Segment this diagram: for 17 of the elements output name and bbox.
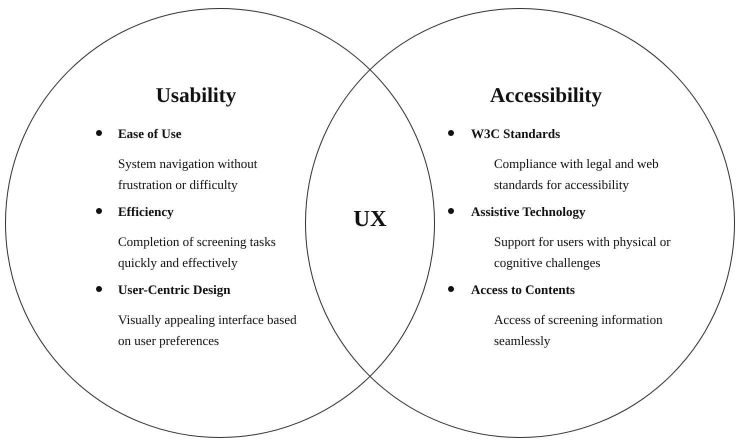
item-description: Visually appealing interface based on user preferences xyxy=(118,311,298,350)
overlap-label: UX xyxy=(353,208,387,229)
item-description: Access of screening information seamlessly xyxy=(494,311,664,350)
item-description: System navigation without frustration or difficulty xyxy=(118,155,258,194)
item-description: Completion of screening tasks quickly and effectively xyxy=(118,233,277,272)
venn-circle xyxy=(5,8,435,438)
item-heading: Assistive Technology xyxy=(471,203,586,221)
item-heading: Access to Contents xyxy=(471,281,575,299)
item-description: Support for users with physical or cognitive challenges xyxy=(494,233,672,272)
item-description: Compliance with legal and web standards for accessibility xyxy=(494,155,660,194)
circle-heading: Accessibility xyxy=(490,85,602,106)
circle-heading: Usability xyxy=(156,85,236,106)
item-heading: Efficiency xyxy=(118,203,174,221)
item-heading: Ease of Use xyxy=(118,125,182,143)
item-heading: User-Centric Design xyxy=(118,281,231,299)
item-heading: W3C Standards xyxy=(471,125,560,143)
venn-circle xyxy=(305,8,735,438)
